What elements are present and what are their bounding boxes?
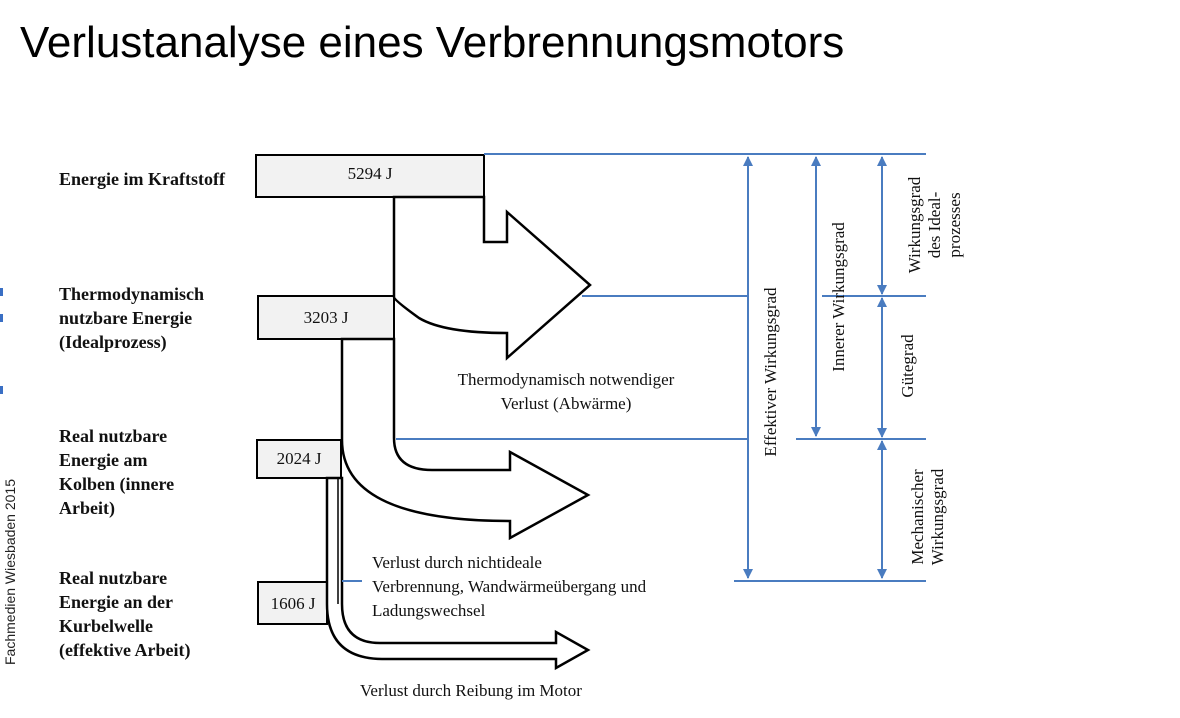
level-box-kolben bbox=[256, 439, 342, 479]
efficiency-label-guete: Gütegrad bbox=[898, 334, 917, 398]
edge-marker bbox=[0, 288, 3, 296]
loss-arrow-verbrennung bbox=[340, 337, 591, 541]
loss-arrow-abwaerme bbox=[392, 195, 592, 361]
level-box-kraftstoff bbox=[255, 154, 485, 198]
level-box-ideal bbox=[257, 295, 395, 340]
edge-marker bbox=[0, 314, 3, 322]
level-box-kurbelwelle bbox=[257, 581, 328, 625]
value-kolben: 2024 J bbox=[276, 449, 322, 468]
loss-arrow-reibung bbox=[325, 476, 591, 671]
edge-marker bbox=[0, 386, 3, 394]
value-kraftstoff: 5294 J bbox=[347, 164, 393, 183]
value-ideal: 3203 J bbox=[303, 308, 349, 327]
value-kurbelwelle: 1606 J bbox=[270, 594, 316, 613]
efficiency-label-effektiv: Effektiver Wirkungsgrad bbox=[761, 287, 780, 457]
page-title: Verlustanalyse eines Verbrennungsmotors bbox=[20, 18, 845, 67]
loss-note-reibung: Verlust durch Reibung im Motor bbox=[360, 681, 582, 700]
level-label-kraftstoff: Energie im Kraftstoff bbox=[59, 169, 225, 189]
efficiency-label-innerer: Innerer Wirkungsgrad bbox=[829, 222, 848, 372]
